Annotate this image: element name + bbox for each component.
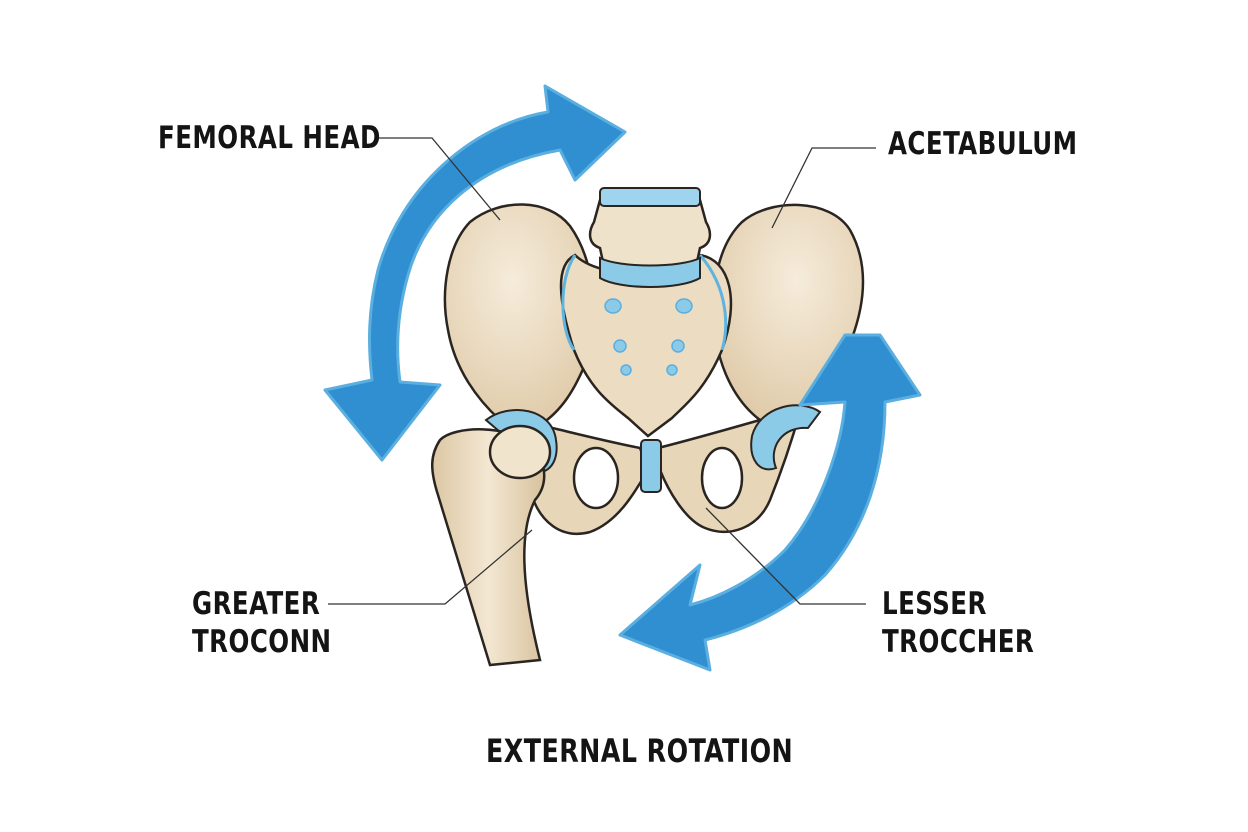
- leader-line-greater: [328, 529, 533, 605]
- femoral-head-ball: [488, 424, 552, 480]
- leader-line-lesser: [705, 507, 866, 605]
- label-acetabulum: ACETABULUM: [888, 126, 1078, 162]
- vertebra: [588, 198, 712, 271]
- right-obturator-foramen: [700, 446, 744, 510]
- leader-line-acetabulum: [771, 147, 876, 229]
- left-obturator-foramen: [572, 446, 620, 510]
- label-lesser-line2: TROCCHER: [882, 624, 1035, 660]
- label-femoral-head: FEMORAL HEAD: [158, 120, 381, 156]
- vertebral-disc-bottom: [599, 256, 701, 288]
- caption: EXTERNAL ROTATION: [486, 732, 794, 770]
- leader-line-femoral-head: [378, 137, 501, 221]
- label-lesser-line1: LESSER: [882, 586, 987, 622]
- pubic-symphysis: [640, 439, 662, 493]
- right-acetabulum: [750, 404, 822, 471]
- label-greater-line2: TROCONN: [192, 624, 332, 660]
- upper-left-rotation-arrow: [323, 84, 627, 462]
- lower-right-rotation-arrow: [618, 333, 922, 672]
- left-ilium: [443, 203, 596, 427]
- vertebral-disc-top: [599, 187, 701, 207]
- label-greater-line1: GREATER: [192, 586, 321, 622]
